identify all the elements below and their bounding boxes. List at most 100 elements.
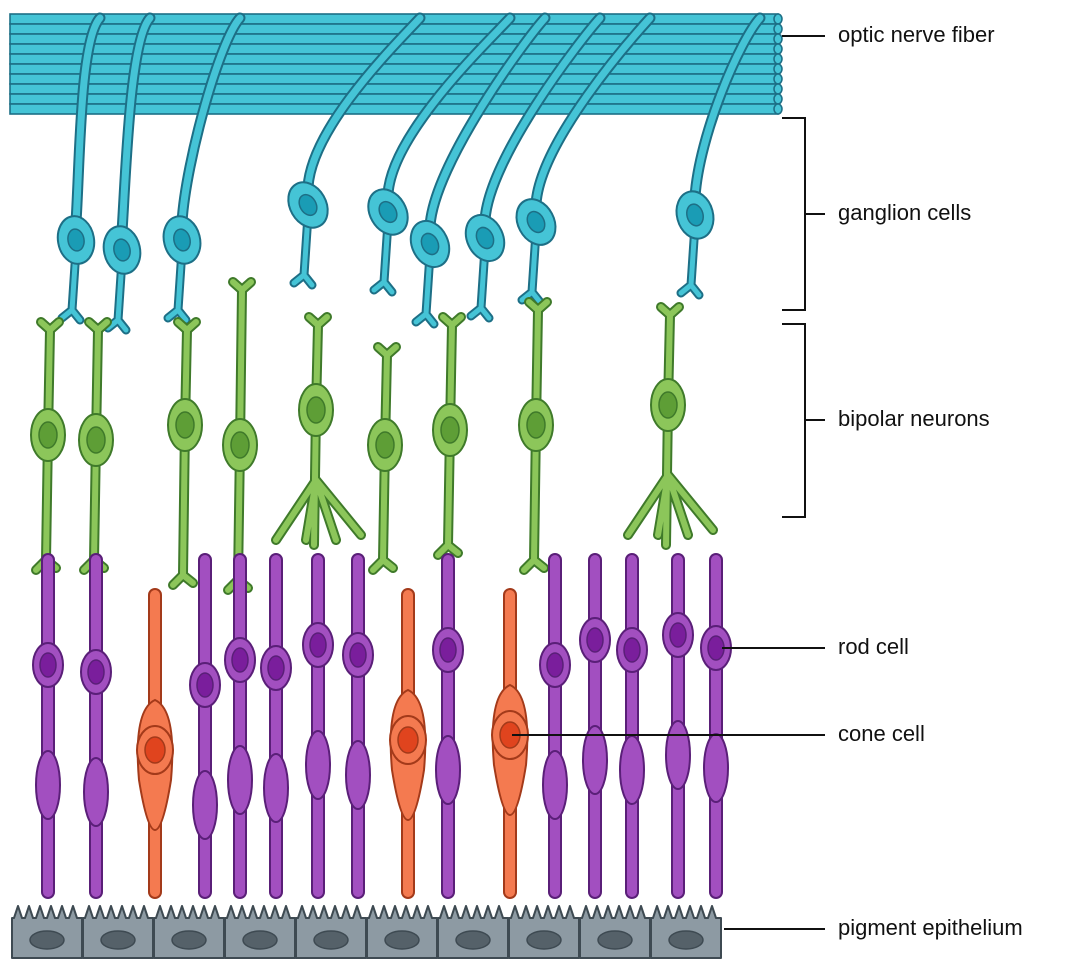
photoreceptor-nucleus	[40, 653, 56, 677]
pigment-nucleus	[527, 931, 561, 949]
pigment-cell	[12, 906, 82, 958]
photoreceptor-nucleus	[547, 653, 563, 677]
rod-cell	[663, 560, 693, 892]
bracket-bipolar	[782, 324, 825, 517]
pigment-cell	[509, 906, 579, 958]
rod-outer-segment	[666, 721, 690, 789]
pigment-cell	[83, 906, 153, 958]
bipolar-neuron	[168, 322, 202, 585]
label-pigment-epithelium: pigment epithelium	[838, 917, 1023, 939]
optic-nerve-fiber	[10, 54, 778, 64]
pigment-cell	[367, 906, 437, 958]
fiber-end	[774, 54, 782, 64]
photoreceptor-nucleus	[624, 638, 640, 662]
pigment-nucleus	[101, 931, 135, 949]
rod-cell	[303, 560, 333, 892]
photoreceptor-nucleus	[232, 648, 248, 672]
label-cone-cell: cone cell	[838, 723, 925, 745]
pigment-cell	[296, 906, 366, 958]
rod-cell	[81, 560, 111, 892]
bipolar-neuron-layer	[31, 282, 713, 590]
pigment-nucleus	[669, 931, 703, 949]
photoreceptor-nucleus	[440, 638, 456, 662]
pigment-cell	[225, 906, 295, 958]
bipolar-nucleus	[527, 412, 545, 438]
rod-outer-segment	[346, 741, 370, 809]
bipolar-nucleus	[307, 397, 325, 423]
fiber-end	[774, 84, 782, 94]
pigment-cell	[154, 906, 224, 958]
rod-outer-segment	[264, 754, 288, 822]
pigment-nucleus	[314, 931, 348, 949]
bipolar-neuron	[368, 347, 402, 570]
pigment-nucleus	[598, 931, 632, 949]
bipolar-process	[173, 322, 196, 585]
optic-nerve-fiber	[10, 94, 778, 104]
bipolar-nucleus	[176, 412, 194, 438]
rod-outer-segment	[583, 726, 607, 794]
photoreceptor-nucleus	[145, 737, 165, 763]
rod-cell	[190, 560, 220, 892]
label-optic-nerve-fiber: optic nerve fiber	[838, 24, 995, 46]
bracket-ganglion	[782, 118, 825, 310]
bipolar-nucleus	[231, 432, 249, 458]
optic-nerve-fiber	[10, 24, 778, 34]
rod-outer-segment	[36, 751, 60, 819]
label-ganglion-cells: ganglion cells	[838, 202, 971, 224]
cone-cell	[137, 595, 173, 892]
pigment-nucleus	[30, 931, 64, 949]
photoreceptor-nucleus	[310, 633, 326, 657]
rod-cell	[617, 560, 647, 892]
bipolar-nucleus	[441, 417, 459, 443]
photoreceptor-nucleus	[708, 636, 724, 660]
pigment-cell	[651, 906, 721, 958]
photoreceptor-nucleus	[88, 660, 104, 684]
bipolar-neuron	[223, 282, 257, 590]
pigment-nucleus	[172, 931, 206, 949]
bipolar-nucleus	[376, 432, 394, 458]
photoreceptor-nucleus	[350, 643, 366, 667]
pigment-nucleus	[456, 931, 490, 949]
rod-cell	[261, 560, 291, 892]
bipolar-nucleus	[659, 392, 677, 418]
rod-cell	[225, 560, 255, 892]
pigment-epithelium-layer	[12, 906, 721, 958]
rod-outer-segment	[436, 736, 460, 804]
photoreceptor-nucleus	[398, 727, 418, 753]
bipolar-neuron	[31, 322, 65, 570]
bipolar-nucleus	[39, 422, 57, 448]
fiber-end	[774, 24, 782, 34]
label-bipolar-neurons: bipolar neurons	[838, 408, 990, 430]
rod-outer-segment	[620, 736, 644, 804]
optic-nerve-fiber	[10, 64, 778, 74]
bipolar-neuron	[79, 322, 113, 570]
photoreceptor-nucleus	[587, 628, 603, 652]
photoreceptor-nucleus	[197, 673, 213, 697]
rod-cell	[33, 560, 63, 892]
optic-nerve-fiber	[10, 74, 778, 84]
rod-outer-segment	[306, 731, 330, 799]
fiber-end	[774, 94, 782, 104]
bipolar-neuron	[276, 317, 361, 545]
bipolar-neuron	[628, 307, 713, 545]
fiber-end	[774, 74, 782, 84]
bipolar-nucleus	[87, 427, 105, 453]
cone-cell	[390, 595, 426, 892]
rod-cell	[433, 560, 463, 892]
rod-outer-segment	[543, 751, 567, 819]
rod-cell	[343, 560, 373, 892]
pigment-cell	[580, 906, 650, 958]
bipolar-neuron	[519, 302, 553, 570]
rod-cell	[540, 560, 570, 892]
rod-outer-segment	[704, 734, 728, 802]
label-rod-cell: rod cell	[838, 636, 909, 658]
rod-cell	[580, 560, 610, 892]
rod-outer-segment	[228, 746, 252, 814]
cone-cell	[492, 595, 528, 892]
rod-cell	[701, 560, 731, 892]
optic-nerve-fiber	[10, 84, 778, 94]
rod-outer-segment	[84, 758, 108, 826]
pigment-nucleus	[243, 931, 277, 949]
pigment-nucleus	[385, 931, 419, 949]
